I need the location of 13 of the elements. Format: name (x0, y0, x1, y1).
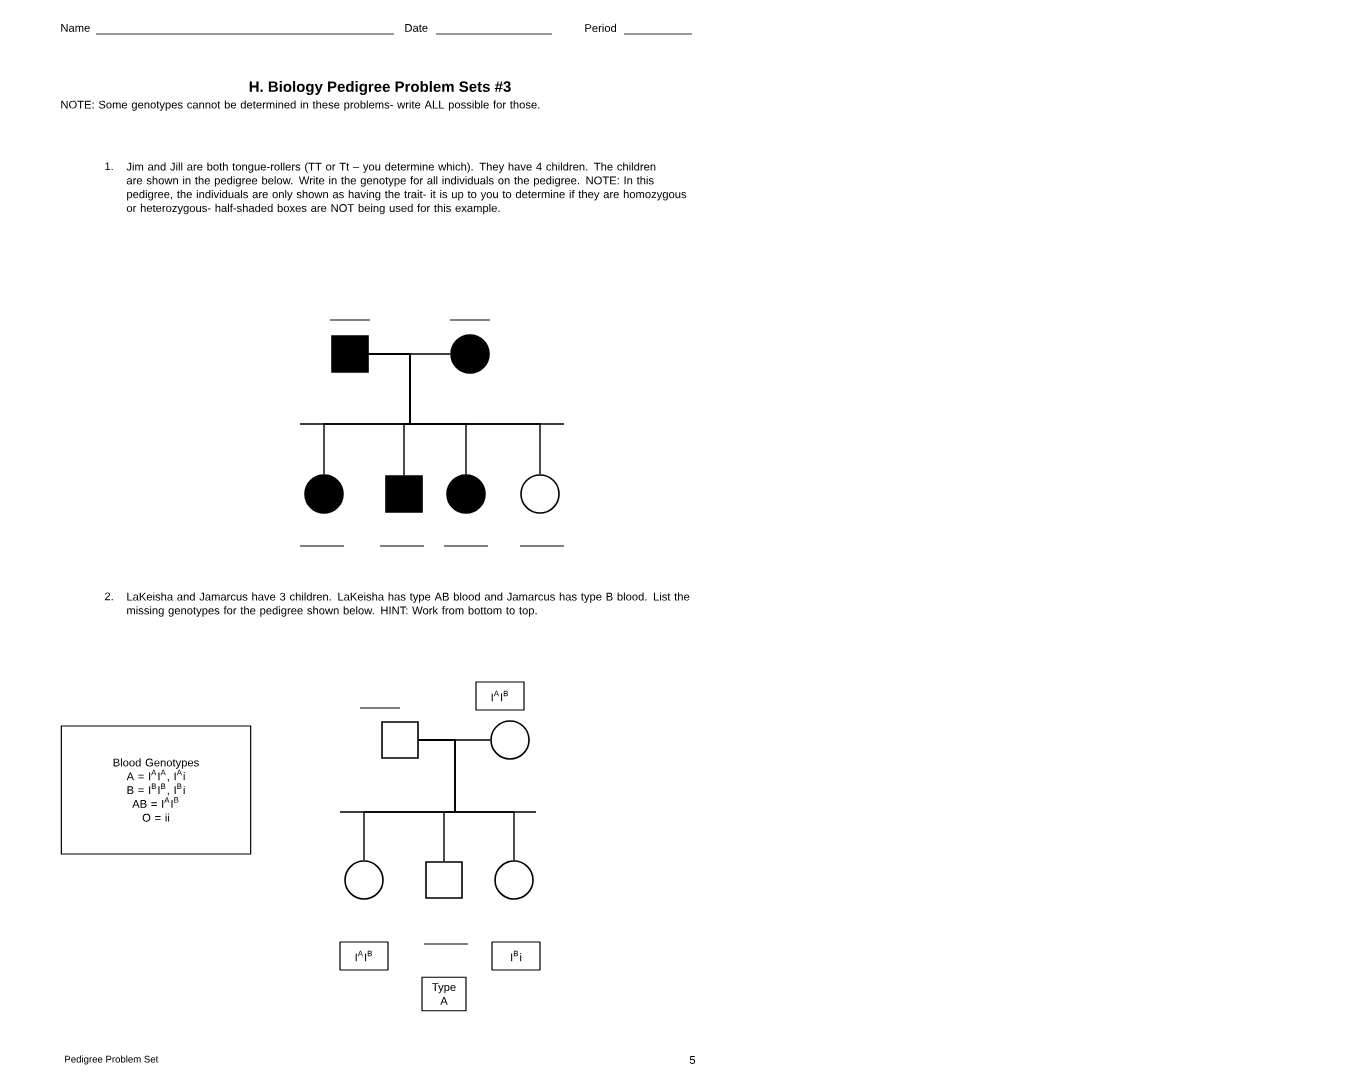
pedigree-circle (446, 474, 486, 514)
pedigree-circle (450, 334, 490, 374)
pedigree-circle (304, 474, 344, 514)
pedigree-circle (344, 860, 384, 900)
descent-line (368, 353, 541, 475)
pedigree-circle (520, 474, 560, 514)
pedigree-square (385, 475, 423, 513)
descent-line (418, 739, 515, 861)
pedigree-square (425, 861, 463, 899)
pedigree-square (381, 721, 419, 759)
pedigree-circle (494, 860, 534, 900)
pedigree-square (331, 335, 369, 373)
pedigree-circle (490, 720, 530, 760)
